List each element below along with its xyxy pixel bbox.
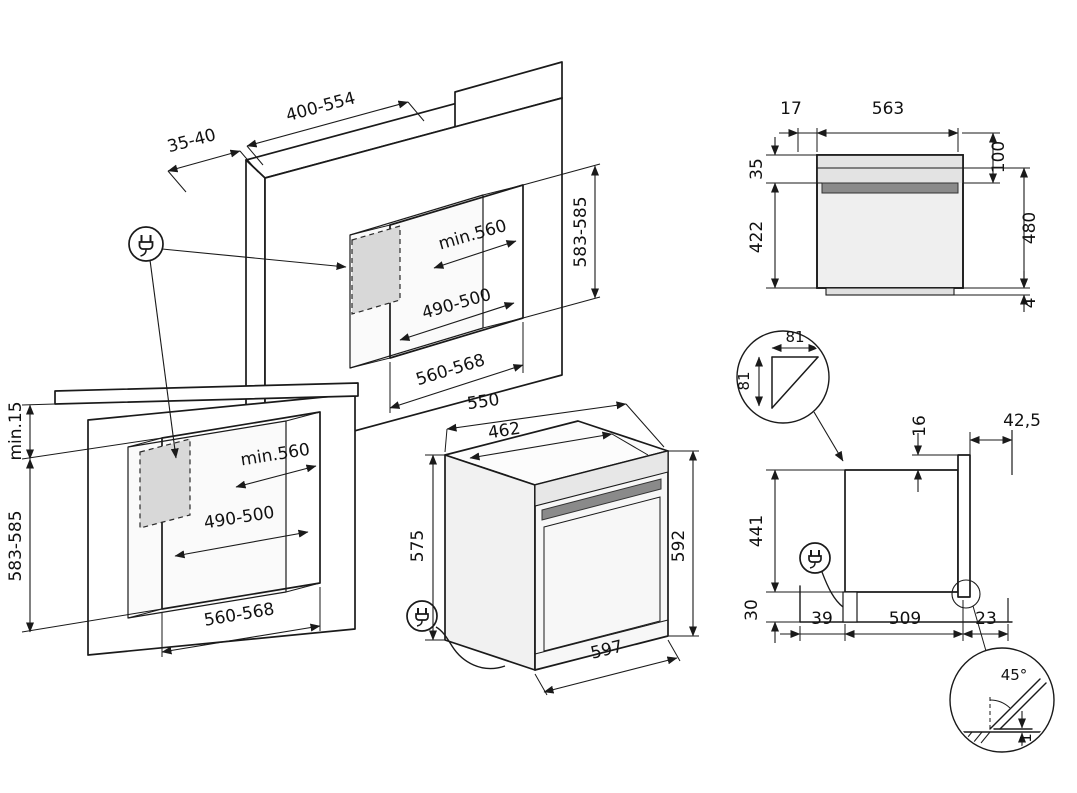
side-view-door bbox=[957, 454, 971, 598]
dim-front-top-offset-label: 100 bbox=[989, 141, 1009, 173]
side-view-power-cord bbox=[821, 571, 844, 608]
dim-front-panel-height-label: 35 bbox=[747, 158, 767, 180]
plug-circle bbox=[799, 542, 831, 574]
detail-source-circle bbox=[951, 579, 981, 609]
dim-side-bottom-clearance-label: 30 bbox=[742, 599, 762, 621]
dim-side-front-clearance: 42,5 bbox=[969, 411, 1041, 455]
side-view: 16 42,5 441 30 39 bbox=[742, 411, 1041, 643]
oven-door-outline bbox=[543, 496, 661, 652]
dim-front-side-offset: 17 bbox=[779, 99, 817, 152]
dim-front-bottom-gap: 4 bbox=[954, 271, 1040, 312]
power-plug-icon bbox=[799, 542, 831, 574]
oven-door-seam bbox=[534, 619, 669, 655]
dim-base-counter-clearance-label: min.15 bbox=[6, 401, 26, 460]
detail-chamfer-circle bbox=[736, 330, 830, 424]
dim-front-overall-height: 480 bbox=[963, 167, 1040, 289]
tall-socket-zone bbox=[351, 225, 401, 315]
front-view-control-panel bbox=[817, 155, 963, 183]
dim-front-door-height-label: 422 bbox=[747, 221, 767, 253]
plug-circle bbox=[128, 226, 164, 262]
side-view-foot bbox=[842, 591, 858, 623]
countertop bbox=[54, 382, 359, 405]
base-socket-zone bbox=[139, 438, 191, 529]
dim-chamfer-width-label: 81 bbox=[785, 328, 804, 346]
dim-oven-height-rear-label: 575 bbox=[408, 530, 428, 562]
tall-cabinet-view: 35-40 400-554 583-585 min.560 490-500 bbox=[165, 61, 601, 456]
dim-side-rear-height-label: 441 bbox=[747, 515, 767, 547]
dim-tall-niche-height-label: 583-585 bbox=[571, 196, 591, 267]
dim-oven-depth-frame: 462 bbox=[469, 419, 649, 461]
dim-front-inner-width-label: 563 bbox=[872, 99, 904, 119]
dim-side-front-gap: 23 bbox=[962, 609, 1009, 641]
dim-oven-depth-total: 550 bbox=[444, 390, 665, 453]
dim-side-bottom-depth: 509 bbox=[844, 600, 964, 641]
base-niche-cutout bbox=[161, 411, 321, 610]
socket-leader-lines bbox=[149, 248, 347, 459]
dim-side-front-clearance-label: 42,5 bbox=[1003, 411, 1041, 431]
dim-side-front-gap-label: 23 bbox=[975, 609, 997, 629]
dim-base-niche-height: 583-585 bbox=[6, 458, 163, 633]
dim-front-top-offset: 100 bbox=[962, 132, 1009, 184]
front-view: 17 563 100 35 422 bbox=[747, 99, 1040, 312]
dim-side-top-step: 16 bbox=[910, 415, 958, 492]
dim-side-rear-gap-label: 39 bbox=[811, 609, 833, 629]
oven-control-panel bbox=[534, 450, 669, 507]
dim-side-rear-gap: 39 bbox=[780, 609, 846, 641]
dim-oven-height-front: 592 bbox=[668, 450, 699, 637]
dim-oven-height-front-label: 592 bbox=[669, 530, 689, 562]
dim-tall-niche-height: 583-585 bbox=[522, 163, 601, 319]
dim-front-side-offset-label: 17 bbox=[780, 99, 802, 119]
front-view-handle bbox=[821, 182, 959, 194]
side-view-body bbox=[844, 469, 959, 593]
oven-power-cord bbox=[435, 626, 506, 670]
dim-base-counter-clearance: min.15 bbox=[6, 401, 163, 461]
dim-chamfer-height-label: 81 bbox=[735, 371, 753, 390]
dim-side-top-step-label: 16 bbox=[910, 415, 930, 437]
dim-tall-top-opening-label: 400-554 bbox=[284, 88, 358, 126]
dim-base-niche-height-label: 583-585 bbox=[6, 510, 26, 581]
base-cabinet-view: min.15 583-585 min.560 490-500 560-568 bbox=[6, 382, 359, 657]
dim-front-panel-height: 35 bbox=[747, 137, 822, 184]
detail-chamfer-content bbox=[755, 344, 819, 409]
detail-chamfer: 81 81 bbox=[735, 328, 844, 462]
dim-side-bottom-clearance: 30 bbox=[742, 599, 800, 643]
detail-door-edge: 45° 1 bbox=[949, 579, 1055, 753]
detail-door-edge-circle bbox=[949, 647, 1055, 753]
dim-floor-gap-label: 1 bbox=[1017, 733, 1035, 743]
oven-handle bbox=[541, 478, 662, 521]
power-plug-icon bbox=[128, 226, 164, 262]
dim-tall-top-clearance: 35-40 bbox=[165, 125, 259, 193]
dim-tall-top-clearance-label: 35-40 bbox=[165, 125, 218, 157]
dim-front-door-height: 422 bbox=[747, 182, 817, 289]
dim-side-rear-height: 441 bbox=[747, 469, 845, 593]
dim-oven-depth-total-label: 550 bbox=[466, 390, 501, 414]
oven-side-face bbox=[444, 454, 536, 671]
dim-side-bottom-depth-label: 509 bbox=[889, 609, 921, 629]
detail-door-edge-leader bbox=[972, 605, 987, 652]
dim-front-overall-height-label: 480 bbox=[1020, 212, 1040, 244]
dim-oven-height-rear: 575 bbox=[408, 454, 445, 641]
oven-isometric-view: 550 462 575 592 597 bbox=[406, 390, 699, 696]
dim-front-inner-width: 563 bbox=[816, 99, 959, 152]
dim-front-bottom-gap-label: 4 bbox=[1020, 298, 1040, 309]
dim-door-angle-label: 45° bbox=[1001, 666, 1028, 684]
front-view-plinth bbox=[825, 287, 955, 296]
detail-chamfer-leader bbox=[813, 411, 844, 462]
